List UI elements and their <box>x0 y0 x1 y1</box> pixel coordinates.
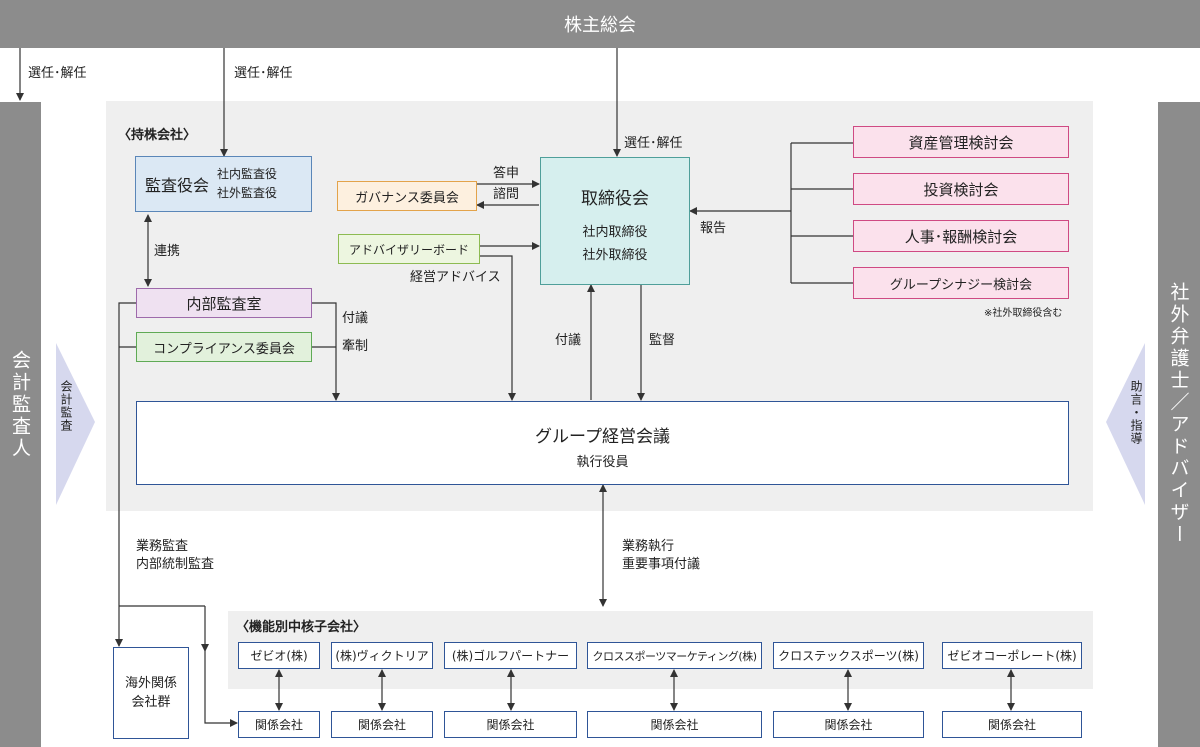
election-label-left: 選任･解任 <box>28 66 87 81</box>
board-external: 社外取締役 <box>582 248 648 263</box>
shareholders-meeting-label: 株主総会 <box>564 15 636 36</box>
core-subsidiaries-label: 〈機能別中核子会社〉 <box>236 620 367 635</box>
business-execution-label: 業務執行 <box>622 539 675 554</box>
external-lawyer-column: 社外弁護士／アドバイザー <box>1158 102 1200 747</box>
committee-note: ※社外取締役含む <box>984 308 1063 319</box>
accounting-auditor-column: 会計監査人 <box>0 102 41 747</box>
committee-asset-management: 資産管理検討会 <box>853 126 1069 158</box>
report-answer-label: 答申 <box>493 166 520 181</box>
report-consult-label: 諮問 <box>493 187 520 202</box>
proposal-label-left: 付議 <box>342 311 369 326</box>
supervision-label: 監督 <box>649 333 676 348</box>
important-matters-label: 重要事項付議 <box>622 557 701 572</box>
internal-control-audit-label: 内部統制監査 <box>136 557 215 572</box>
subsidiary-victoria: (株)ヴィクトリア <box>331 642 433 669</box>
subsidiary-cross-sports-marketing: クロススポーツマーケティング(株) <box>587 642 762 669</box>
cooperation-label: 連携 <box>154 244 181 259</box>
affiliate-box-5: 関係会社 <box>773 711 924 738</box>
affiliate-box-2: 関係会社 <box>331 711 433 738</box>
advice-label: 助言・指導 <box>1129 380 1143 445</box>
affiliate-box-6: 関係会社 <box>942 711 1082 738</box>
internal-audit-office-box: 内部監査室 <box>136 288 312 318</box>
subsidiary-xebio: ゼビオ(株) <box>238 642 320 669</box>
committee-group-synergy: グループシナジー検討会 <box>853 267 1069 299</box>
compliance-committee-box: コンプライアンス委員会 <box>136 332 312 362</box>
restraint-label: 牽制 <box>342 339 369 354</box>
holding-company-label: 〈持株会社〉 <box>118 128 197 143</box>
proposal-label-mid: 付議 <box>555 333 582 348</box>
affiliate-box-1: 関係会社 <box>238 711 320 738</box>
accounting-audit-arrow <box>56 343 95 505</box>
affiliate-box-3: 関係会社 <box>444 711 577 738</box>
group-meeting-sub: 執行役員 <box>576 455 629 470</box>
board-internal: 社内取締役 <box>582 225 648 240</box>
board-title: 取締役会 <box>581 189 649 209</box>
management-advice-label: 経営アドバイス <box>410 270 501 285</box>
committee-personnel-compensation: 人事･報酬検討会 <box>853 220 1069 252</box>
report-label: 報告 <box>700 221 727 236</box>
election-label-right: 選任･解任 <box>624 136 683 151</box>
subsidiary-golf-partner: (株)ゴルフパートナー <box>444 642 577 669</box>
business-audit-label: 業務監査 <box>136 539 189 554</box>
audit-board-title: 監査役会 <box>145 176 210 195</box>
advisory-board-box: アドバイザリーボード <box>338 234 480 264</box>
governance-committee-box: ガバナンス委員会 <box>337 181 477 211</box>
audit-board-box: 監査役会 社内監査役 社外監査役 <box>135 156 312 212</box>
group-management-meeting-box: グループ経営会議 執行役員 <box>136 401 1069 485</box>
subsidiary-crosstech-sports: クロステックスポーツ(株) <box>773 642 924 669</box>
accounting-auditor-label: 会計監査人 <box>9 350 31 460</box>
audit-board-external: 社外監査役 <box>217 186 278 200</box>
affiliate-box-4: 関係会社 <box>587 711 762 738</box>
audit-board-internal: 社内監査役 <box>217 166 278 181</box>
group-meeting-title: グループ経営会議 <box>535 427 670 447</box>
committee-investment: 投資検討会 <box>853 173 1069 205</box>
election-label-mid: 選任･解任 <box>234 66 293 81</box>
overseas-affiliates-box: 海外関係 会社群 <box>113 647 189 739</box>
board-of-directors-box: 取締役会 社内取締役 社外取締役 <box>540 157 690 285</box>
advice-arrow <box>1106 343 1145 505</box>
accounting-audit-label: 会計監査 <box>59 380 73 432</box>
shareholders-meeting-bar: 株主総会 <box>0 0 1200 48</box>
external-lawyer-label: 社外弁護士／アドバイザー <box>1167 282 1190 546</box>
subsidiary-xebio-corporate: ゼビオコーポレート(株) <box>942 642 1082 669</box>
